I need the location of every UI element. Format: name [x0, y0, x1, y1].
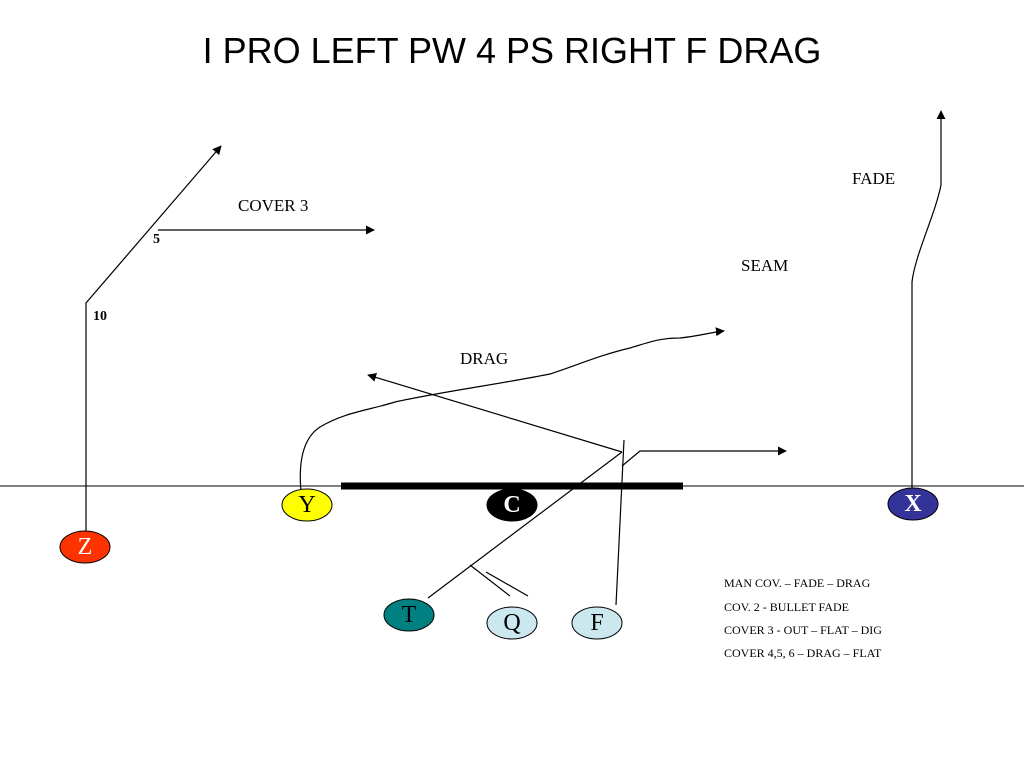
svg-text:F: F [590, 610, 603, 636]
player-z: Z [59, 530, 111, 564]
qb-drop-line-right [485, 571, 529, 597]
cover3-label: COVER 3 [238, 196, 308, 215]
player-f: F [571, 606, 623, 640]
yard-5-label: 5 [153, 232, 160, 247]
seam-label: SEAM [741, 256, 788, 275]
svg-text:Y: Y [298, 492, 315, 518]
y-seam-route [299, 327, 725, 493]
f-drag-route [615, 439, 625, 606]
coverage-note: COVER 3 - OUT – FLAT – DIG [724, 623, 882, 637]
z-route [85, 145, 222, 540]
play-title: I PRO LEFT PW 4 PS RIGHT F DRAG [202, 30, 822, 71]
player-y: Y [281, 488, 333, 522]
player-t: T [383, 598, 435, 632]
coverage-note: COVER 4,5, 6 – DRAG – FLAT [724, 646, 882, 660]
f-flat-route [621, 446, 787, 467]
t-drag-route [427, 451, 623, 599]
fade-label: FADE [852, 169, 895, 188]
player-x: X [887, 487, 939, 521]
yard-10-label: 10 [93, 309, 107, 324]
qb-drop-line-left [469, 564, 511, 597]
player-c: C [486, 488, 538, 522]
x-fade-route [911, 110, 946, 492]
svg-text:X: X [904, 491, 922, 517]
svg-text:T: T [402, 602, 417, 628]
coverage-note: MAN COV. – FADE – DRAG [724, 576, 871, 590]
player-q: Q [486, 606, 538, 640]
svg-text:Z: Z [78, 534, 93, 560]
svg-text:Q: Q [503, 610, 520, 636]
drag-label: DRAG [460, 349, 508, 368]
svg-text:C: C [503, 492, 520, 518]
coverage-note: COV. 2 - BULLET FADE [724, 600, 849, 614]
t-drag-route-cross [367, 373, 623, 453]
